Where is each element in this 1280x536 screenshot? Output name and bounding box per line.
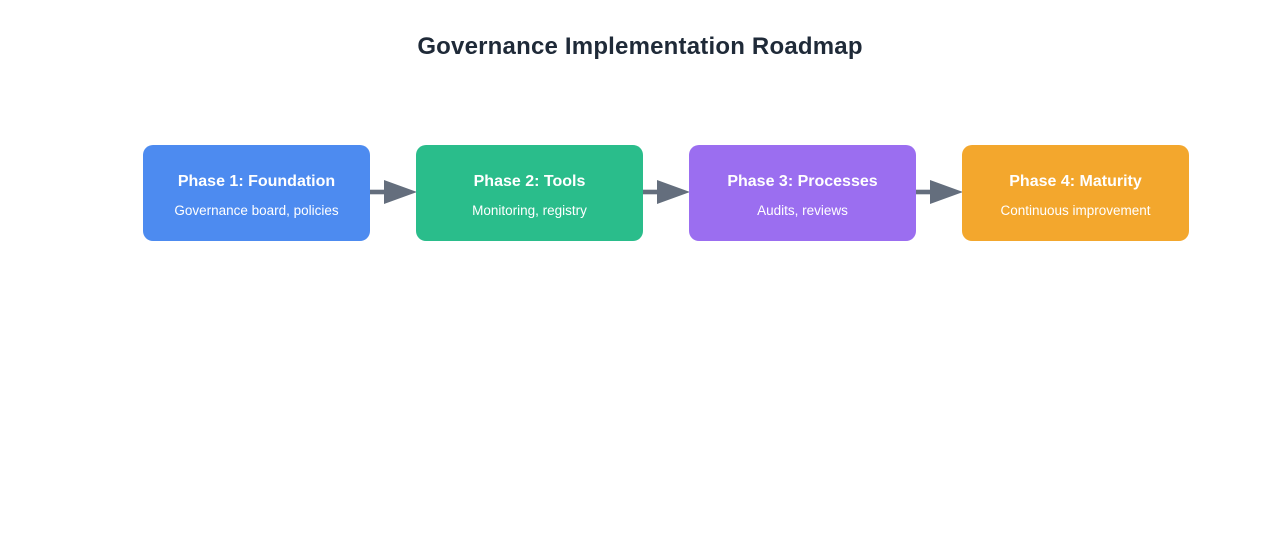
phase-1-subtitle: Governance board, policies — [174, 202, 339, 218]
phase-2-title: Phase 2: Tools — [473, 172, 586, 190]
phase-3-box: Phase 3: Processes Audits, reviews — [689, 145, 916, 241]
arrow-right-icon — [916, 180, 963, 204]
diagram-title: Governance Implementation Roadmap — [417, 33, 863, 60]
phase-1-box: Phase 1: Foundation Governance board, po… — [143, 145, 370, 241]
phase-4-box: Phase 4: Maturity Continuous improvement — [962, 145, 1189, 241]
phase-4-subtitle: Continuous improvement — [1000, 202, 1151, 218]
phase-2-box: Phase 2: Tools Monitoring, registry — [416, 145, 643, 241]
phase-3-title: Phase 3: Processes — [727, 172, 878, 190]
phase-2-subtitle: Monitoring, registry — [472, 202, 587, 218]
phase-4-title: Phase 4: Maturity — [1009, 172, 1142, 190]
arrow-right-icon — [643, 180, 690, 204]
arrow-right-icon — [370, 180, 417, 204]
phase-3-subtitle: Audits, reviews — [757, 202, 848, 218]
phase-1-title: Phase 1: Foundation — [177, 172, 336, 190]
